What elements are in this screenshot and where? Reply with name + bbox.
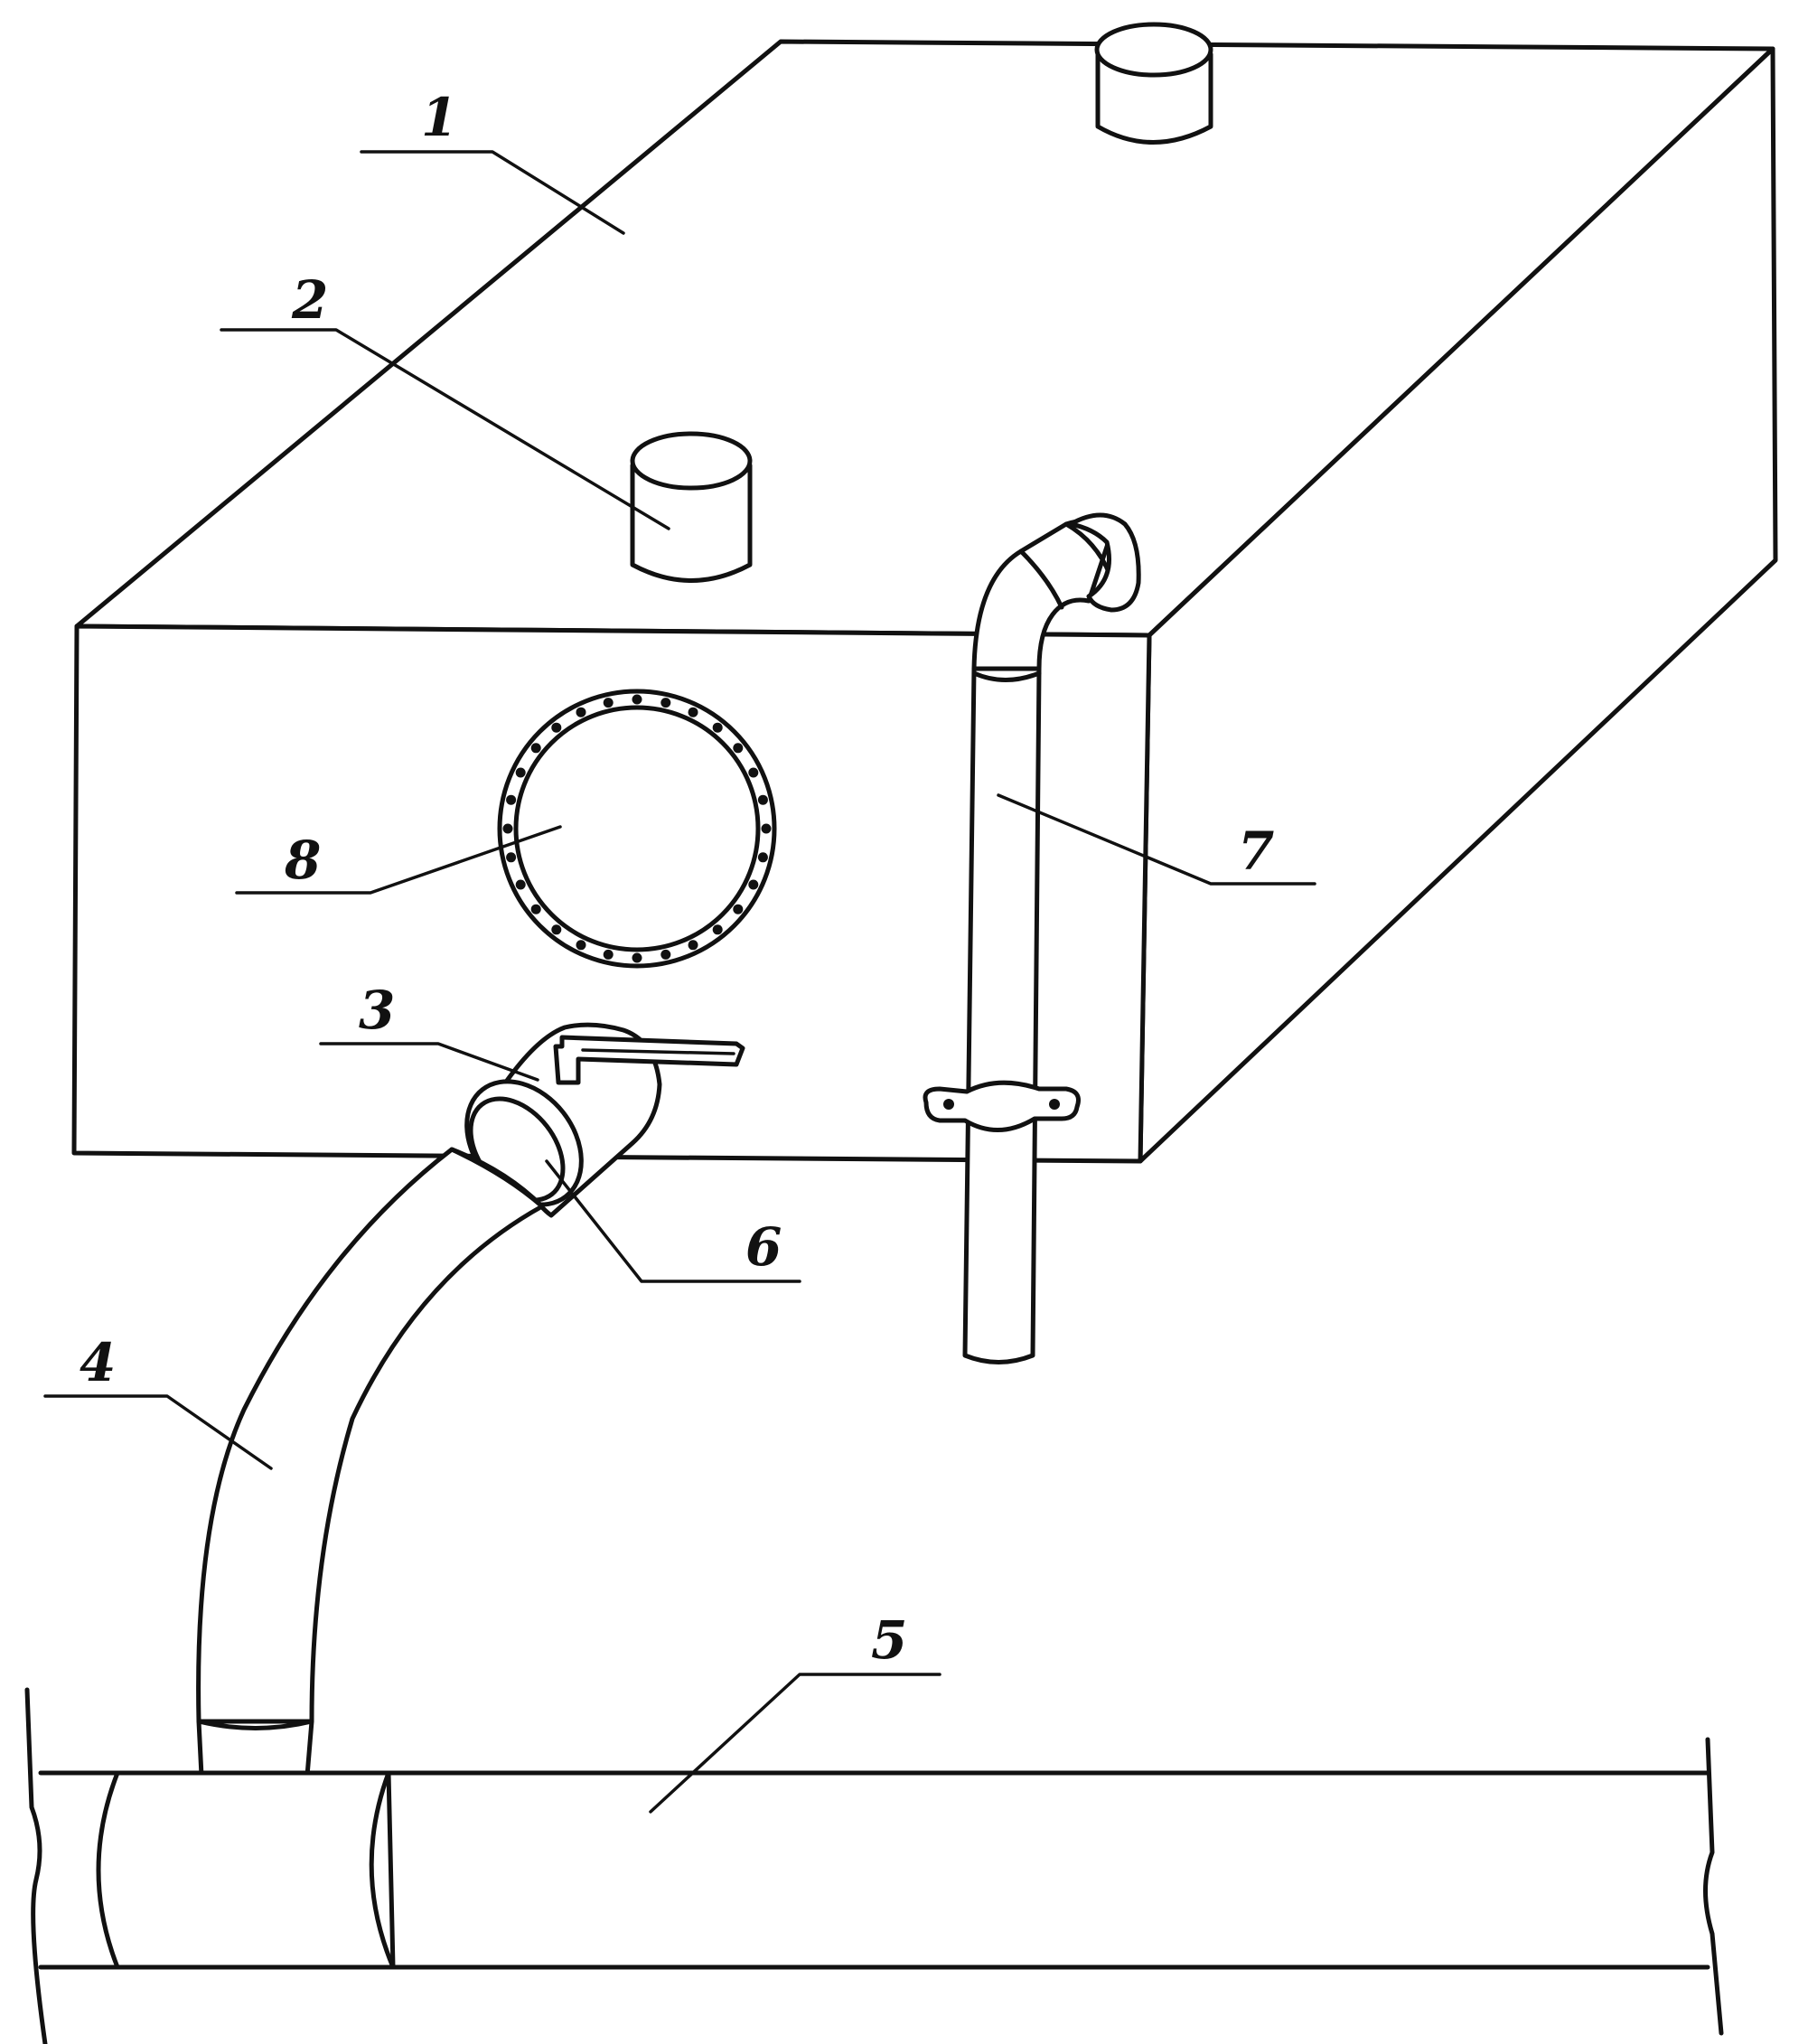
inspection-window-8 [497, 689, 777, 969]
window-bolt [502, 823, 513, 834]
window-bolt [688, 940, 698, 951]
window-bolt [757, 794, 768, 805]
window-bolt [603, 698, 614, 708]
window-bolt [551, 722, 562, 733]
overflow-pipe-7 [923, 512, 1141, 1364]
window-bolt [506, 852, 517, 863]
window-bolt [632, 952, 642, 963]
label-4: 4 [80, 1332, 116, 1393]
label-2: 2 [291, 269, 328, 331]
window-bolt [576, 940, 586, 951]
label-8: 8 [284, 830, 321, 891]
window-bolt [660, 698, 671, 708]
window-bolt [515, 879, 526, 890]
window-bolt [632, 694, 642, 705]
window-bolt [530, 743, 541, 754]
window-bolt [748, 879, 759, 890]
window-bolt [757, 852, 768, 863]
main-pipe-5 [24, 1687, 1724, 2044]
window-bolt [761, 823, 772, 834]
window-bolt [733, 743, 744, 754]
label-6: 6 [745, 1216, 782, 1278]
label-3: 3 [359, 980, 395, 1041]
window-bolt [712, 722, 723, 733]
window-bolt [603, 949, 614, 960]
bent-hose-4 [196, 1147, 545, 1787]
window-bolt [576, 707, 586, 717]
label-7: 7 [1238, 820, 1274, 882]
window-bolt [660, 949, 671, 960]
window-bolt [688, 707, 698, 717]
top-port-2 [630, 431, 753, 583]
window-bolt [748, 767, 759, 778]
top-port-rear [1094, 22, 1213, 145]
window-bolt [551, 924, 562, 935]
leader-lines [43, 150, 1316, 1814]
window-bolt [733, 904, 744, 914]
label-1: 1 [421, 87, 457, 148]
window-bolts [502, 694, 772, 963]
window-bolt [506, 794, 517, 805]
callout-labels: 1 2 3 4 5 6 7 8 [80, 87, 1274, 1671]
window-bolt [530, 904, 541, 914]
tank-body [71, 39, 1778, 1164]
window-bolt [515, 767, 526, 778]
label-5: 5 [871, 1609, 907, 1671]
window-bolt [712, 924, 723, 935]
